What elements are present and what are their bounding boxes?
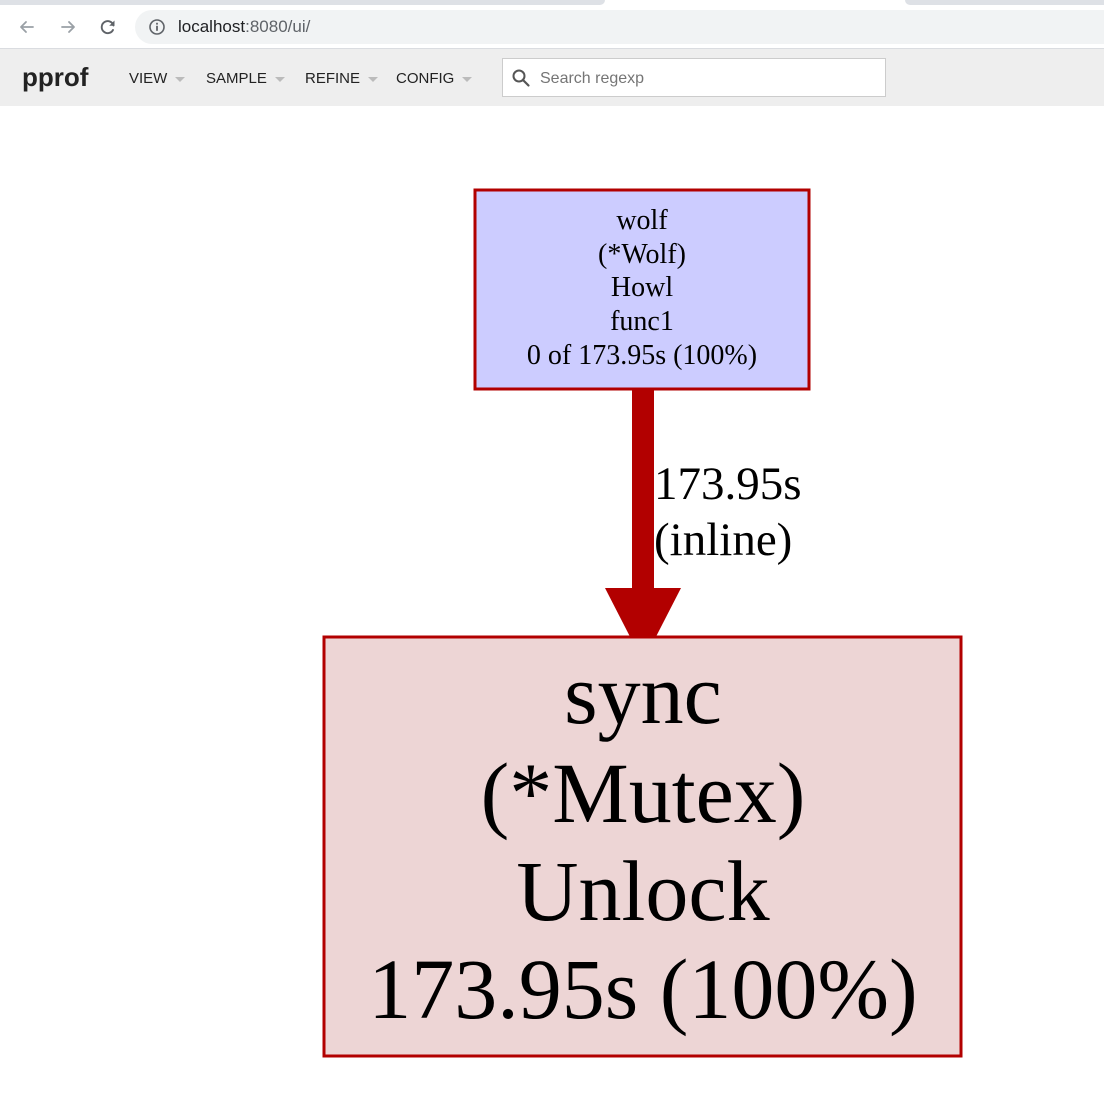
menu-sample[interactable]: SAMPLE — [206, 69, 285, 89]
info-icon[interactable] — [148, 18, 166, 36]
callee-node-line-1: sync — [564, 646, 722, 742]
menu-config[interactable]: CONFIG — [396, 69, 473, 89]
arrow-left-icon — [20, 21, 34, 33]
caller-node[interactable]: wolf (*Wolf) Howl func1 0 of 173.95s (10… — [473, 188, 811, 391]
menu-sample-label: SAMPLE — [206, 70, 267, 87]
forward-button[interactable] — [55, 14, 81, 40]
callee-node-box[interactable] — [322, 635, 963, 1058]
caller-node-line-5: 0 of 173.95s (100%) — [527, 340, 757, 371]
menu-refine-label: REFINE — [305, 70, 361, 87]
browser-toolbar: localhost:8080/ui/ — [0, 6, 1104, 49]
graph-canvas: wolf (*Wolf) Howl func1 0 of 173.95s (10… — [322, 188, 963, 1058]
url-text: localhost:8080/ui/ — [178, 18, 310, 36]
address-bar[interactable]: localhost:8080/ui/ — [135, 10, 1104, 44]
arrow-right-icon — [61, 21, 75, 33]
reload-button[interactable] — [95, 14, 121, 40]
search-input[interactable] — [538, 66, 882, 92]
callee-node[interactable]: sync (*Mutex) Unlock 173.95s (100%) — [322, 635, 963, 1058]
caller-node-line-4: func1 — [610, 306, 674, 337]
caller-node-line-3: Howl — [611, 272, 673, 303]
menu-view-label: VIEW — [129, 70, 168, 87]
callee-node-line-3: Unlock — [516, 843, 769, 939]
caret-down-icon — [462, 76, 473, 82]
search-icon — [512, 69, 530, 87]
callee-node-line-4: 173.95s (100%) — [368, 941, 917, 1037]
menu-config-label: CONFIG — [396, 70, 455, 87]
pprof-header: pprof VIEW SAMPLE REFINE CONFIG — [0, 49, 1104, 106]
url-path: :8080/ui/ — [245, 17, 311, 36]
call-graph: wolf (*Wolf) Howl func1 0 of 173.95s (10… — [0, 106, 1104, 1094]
tab-strip — [0, 0, 1104, 6]
caller-node-line-1: wolf — [616, 205, 668, 236]
caller-node-line-2: (*Wolf) — [598, 239, 686, 270]
arrowhead-icon — [605, 588, 681, 662]
caller-node-box[interactable] — [473, 188, 811, 391]
caret-down-icon — [368, 76, 379, 82]
edge-label-line-2: (inline) — [654, 514, 792, 566]
caret-down-icon — [274, 76, 285, 82]
menu-view[interactable]: VIEW — [129, 69, 186, 89]
app-title: pprof — [22, 62, 89, 92]
edge-shaft[interactable] — [632, 390, 654, 590]
tab-right[interactable] — [905, 0, 1104, 5]
call-edge[interactable]: 173.95s (inline) — [605, 390, 802, 662]
back-button[interactable] — [14, 14, 40, 40]
edge-label-line-1: 173.95s — [654, 458, 802, 510]
menu-refine[interactable]: REFINE — [305, 69, 379, 89]
callee-node-line-2: (*Mutex) — [481, 745, 806, 841]
search-box[interactable] — [502, 58, 886, 97]
tab-left[interactable] — [0, 0, 605, 5]
caret-down-icon — [175, 76, 186, 82]
reload-icon — [100, 20, 115, 35]
url-host: localhost — [178, 17, 246, 36]
